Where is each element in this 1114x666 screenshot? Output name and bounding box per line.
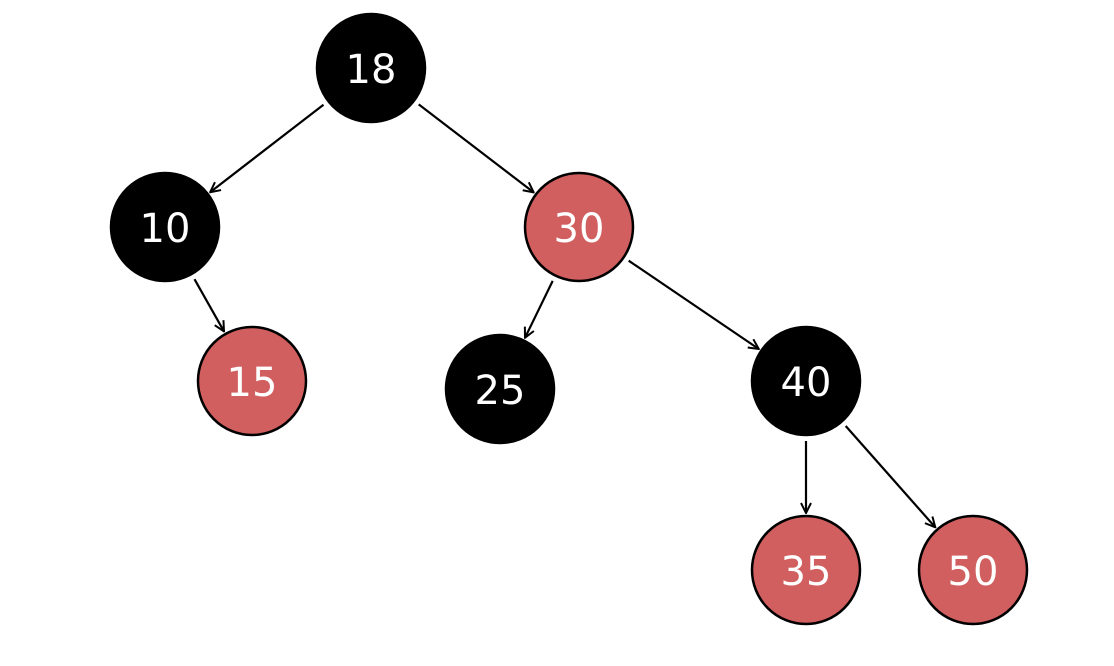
edges-layer xyxy=(193,103,936,527)
node-label: 35 xyxy=(781,549,832,595)
node-label: 40 xyxy=(781,360,832,406)
node-label: 18 xyxy=(346,47,397,93)
node-circle-black xyxy=(109,171,221,283)
tree-node-10: 10 xyxy=(109,171,221,283)
tree-node-40: 40 xyxy=(750,325,862,437)
tree-node-25: 25 xyxy=(444,333,556,445)
node-circle-red xyxy=(917,514,1029,626)
node-label: 15 xyxy=(227,360,278,406)
edge-18-to-30 xyxy=(418,103,534,192)
node-circle-red xyxy=(196,325,308,437)
edge-30-to-40 xyxy=(628,259,759,349)
node-label: 25 xyxy=(475,368,526,414)
edge-40-to-50 xyxy=(844,425,936,527)
edge-30-to-25 xyxy=(525,280,554,338)
tree-node-15: 15 xyxy=(196,325,308,437)
nodes-layer: 18 10 30 15 25 40 35 50 xyxy=(109,12,1029,626)
tree-node-18: 18 xyxy=(315,12,427,124)
node-circle-red xyxy=(523,171,635,283)
edge-10-to-15 xyxy=(193,278,225,331)
node-circle-black xyxy=(750,325,862,437)
tree-node-30: 30 xyxy=(523,171,635,283)
node-circle-black xyxy=(444,333,556,445)
node-label: 10 xyxy=(140,206,191,252)
edge-18-to-10 xyxy=(210,103,325,193)
node-label: 50 xyxy=(948,549,999,595)
tree-node-35: 35 xyxy=(750,514,862,626)
tree-node-50: 50 xyxy=(917,514,1029,626)
node-circle-black xyxy=(315,12,427,124)
node-circle-red xyxy=(750,514,862,626)
node-label: 30 xyxy=(554,206,605,252)
